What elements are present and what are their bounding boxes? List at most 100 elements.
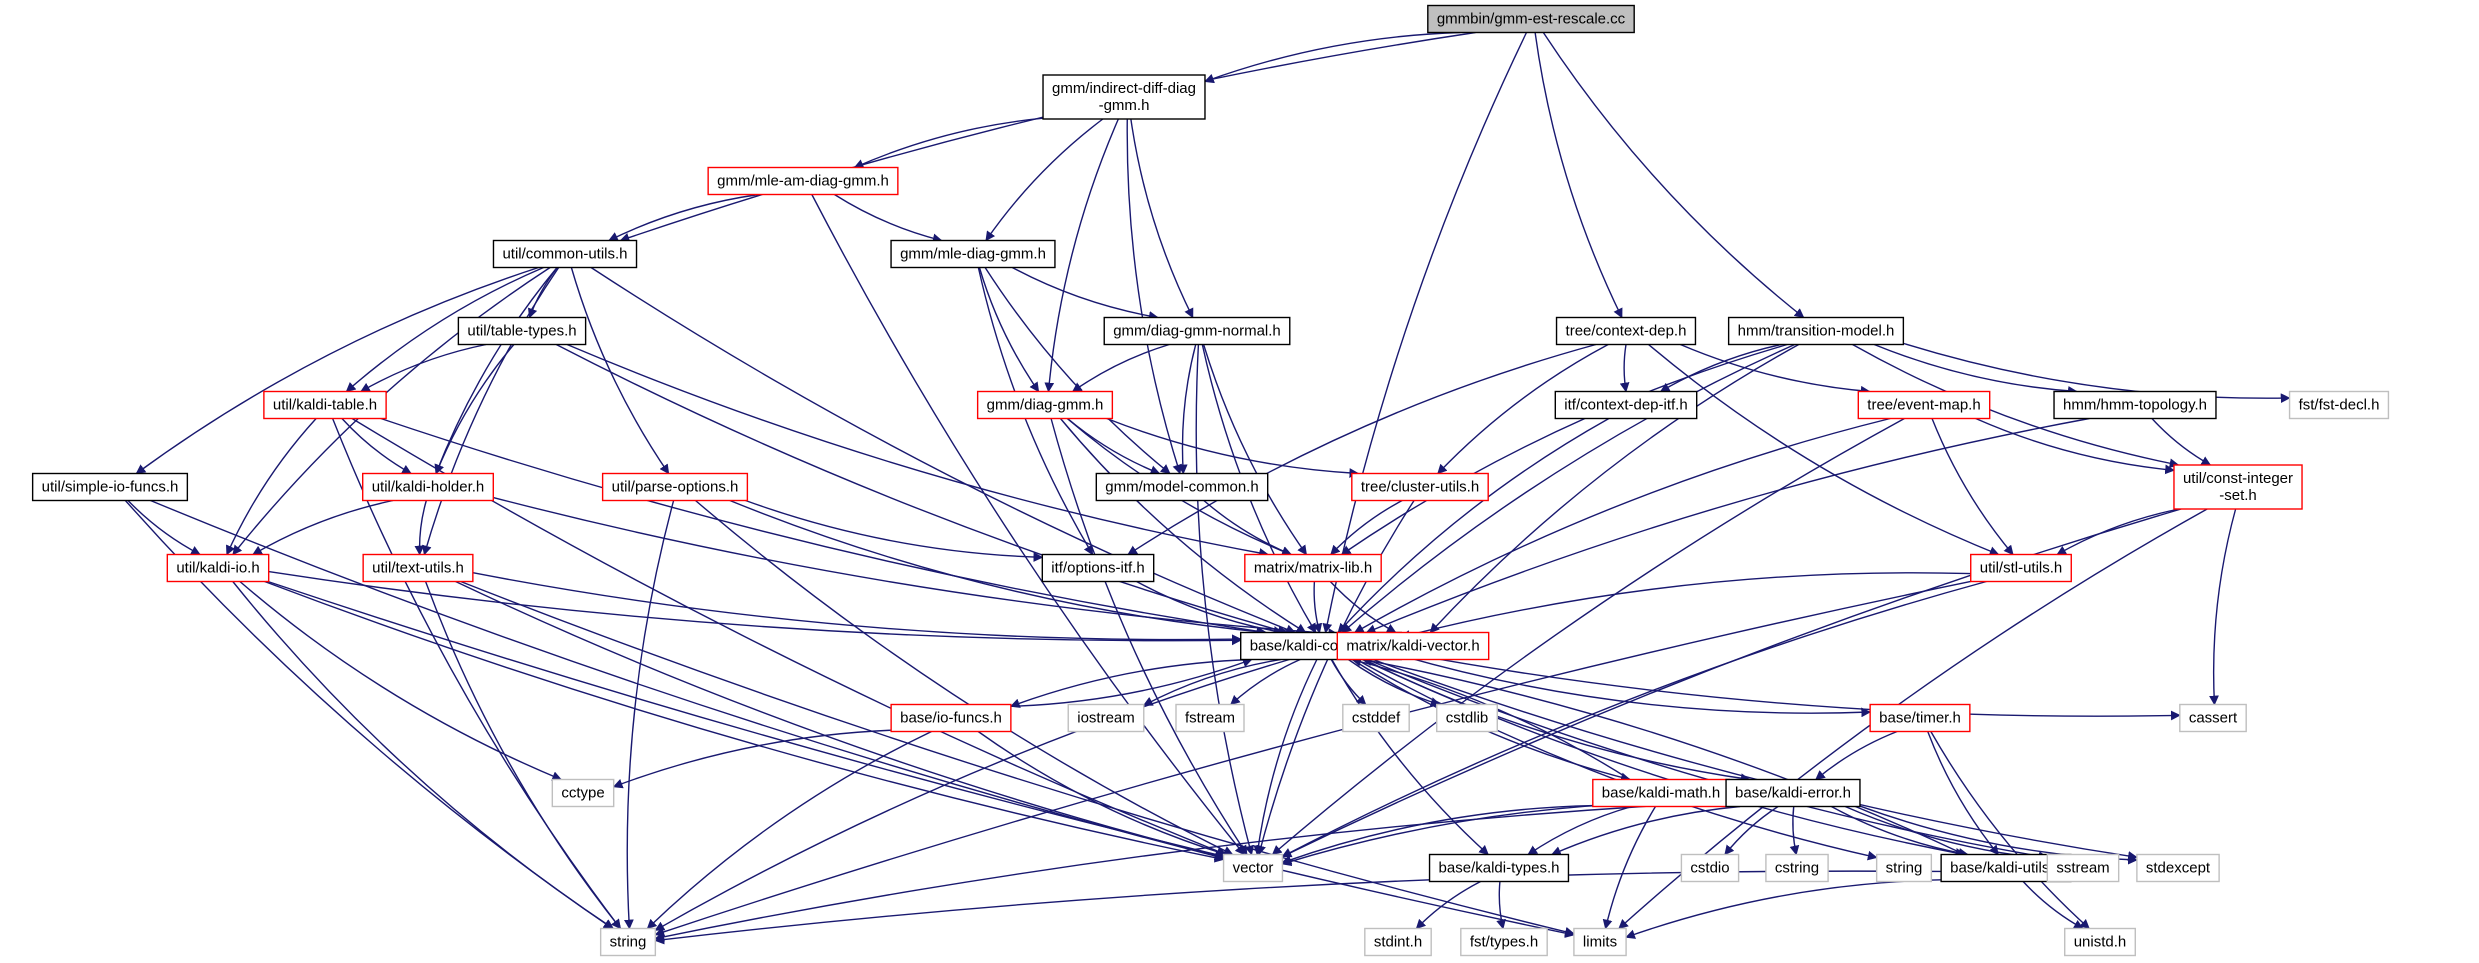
- edge-indirect-to-diaggmm: [1044, 118, 1120, 393]
- edge-root-to-commonutils: [619, 31, 1476, 243]
- edge-tabletypes-to-kaldicommon: [555, 343, 1288, 635]
- edge-kaldiio-to-limits: [267, 580, 1575, 938]
- node-kaldimath[interactable]: base/kaldi-math.h: [1592, 778, 1730, 808]
- node-label: gmm/mle-am-diag-gmm.h: [717, 173, 889, 190]
- node-box: [1175, 703, 1245, 733]
- edge-textutils-to-string: [424, 581, 622, 930]
- edge-hmmtopo-to-constint: [2151, 418, 2212, 466]
- node-box: [2046, 853, 2120, 883]
- node-kalditable[interactable]: util/kaldi-table.h: [263, 390, 387, 420]
- node-clusterutils[interactable]: tree/cluster-utils.h: [1351, 472, 1489, 502]
- node-mleam[interactable]: gmm/mle-am-diag-gmm.h: [707, 166, 899, 196]
- node-label: base/kaldi-types.h: [1439, 860, 1560, 877]
- node-constint[interactable]: util/const-integer-set.h: [2173, 464, 2303, 510]
- node-label: base/timer.h: [1879, 710, 1961, 727]
- node-label: unistd.h: [2074, 934, 2127, 951]
- edge-timer-to-kaldiutils: [1927, 731, 1999, 856]
- node-hmmtopo[interactable]: hmm/hmm-topology.h: [2053, 390, 2217, 420]
- edge-kaldicommon-to-vector: [1253, 659, 1318, 856]
- node-box: [1869, 703, 1971, 733]
- edge-kaldiholder-to-textutils: [414, 500, 428, 556]
- node-diagnormal[interactable]: gmm/diag-gmm-normal.h: [1103, 316, 1291, 346]
- node-box: [2179, 703, 2247, 733]
- edge-transmodel-to-ctxdepitf: [1659, 343, 1782, 393]
- edge-kaldiio-to-kaldicommon: [268, 570, 1242, 646]
- node-optionsitf[interactable]: itf/options-itf.h: [1041, 553, 1155, 583]
- edge-kaldiutils-to-unistd: [2022, 881, 2084, 930]
- node-kalditypes[interactable]: base/kaldi-types.h: [1428, 853, 1570, 883]
- node-iostream: iostream: [1067, 703, 1145, 733]
- node-matrixlib[interactable]: matrix/matrix-lib.h: [1244, 553, 1382, 583]
- node-modelcommon[interactable]: gmm/model-common.h: [1095, 472, 1269, 502]
- edge-kaldiholder-to-kaldivector: [493, 496, 1339, 639]
- edge-kaldimath-to-limits: [1602, 806, 1657, 930]
- edge-kalditypes-to-stdint: [1415, 880, 1481, 930]
- node-sstream: sstream: [2046, 853, 2120, 883]
- node-kaldiholder[interactable]: util/kaldi-holder.h: [362, 472, 494, 502]
- edge-root-to-contextdep: [1534, 32, 1623, 319]
- node-label: util/simple-io-funcs.h: [42, 479, 179, 496]
- edge-kaldierror-to-kaldiutils: [1831, 805, 1969, 858]
- node-commonutils[interactable]: util/common-utils.h: [492, 239, 638, 269]
- edge-tabletypes-to-kalditable: [360, 343, 487, 393]
- node-iofuncs[interactable]: base/io-funcs.h: [890, 703, 1012, 733]
- node-diaggmm[interactable]: gmm/diag-gmm.h: [976, 390, 1114, 420]
- node-textutils[interactable]: util/text-utils.h: [362, 553, 474, 583]
- edge-kaldicommon-to-timer: [1401, 654, 1872, 718]
- edge-diaggmm-to-vector: [1050, 418, 1248, 856]
- node-label: base/kaldi-error.h: [1735, 785, 1851, 802]
- edge-transmodel-to-kaldivector: [1429, 343, 1800, 634]
- node-contextdep[interactable]: tree/context-dep.h: [1555, 316, 1697, 346]
- node-box: [1970, 553, 2072, 583]
- node-stlutils[interactable]: util/stl-utils.h: [1970, 553, 2072, 583]
- node-root[interactable]: gmmbin/gmm-est-rescale.cc: [1427, 4, 1635, 34]
- node-simpleio[interactable]: util/simple-io-funcs.h: [31, 472, 189, 502]
- node-mlediag[interactable]: gmm/mle-diag-gmm.h: [890, 239, 1056, 269]
- node-fsttypes: fst/types.h: [1460, 927, 1548, 957]
- edge-stlutils-to-vector: [1281, 580, 1987, 858]
- edge-matrixlib-to-kaldivector: [1329, 581, 1397, 634]
- edge-transmodel-to-kaldicommon: [1341, 343, 1796, 634]
- edge-kaldicommon-to-kalditypes: [1331, 659, 1489, 856]
- node-box: [2064, 927, 2136, 957]
- edge-indirect-to-mlediag: [985, 118, 1104, 242]
- node-tabletypes[interactable]: util/table-types.h: [457, 316, 587, 346]
- edge-textutils-to-kaldicommon: [472, 572, 1242, 645]
- node-label: tree/event-map.h: [1867, 397, 1980, 414]
- node-label: gmm/model-common.h: [1105, 479, 1258, 496]
- node-kaldiio[interactable]: util/kaldi-io.h: [166, 553, 270, 583]
- node-label: fst/fst-decl.h: [2299, 397, 2380, 414]
- node-label: iostream: [1077, 710, 1135, 727]
- node-parseopts[interactable]: util/parse-options.h: [601, 472, 749, 502]
- edge-indirect-to-mleam: [853, 117, 1044, 169]
- node-label: gmm/indirect-diff-diag: [1052, 80, 1196, 97]
- node-label: util/table-types.h: [467, 323, 576, 340]
- edge-simpleio-to-vector: [150, 499, 1225, 861]
- node-eventmap[interactable]: tree/event-map.h: [1857, 390, 1991, 420]
- node-kaldivector[interactable]: matrix/kaldi-vector.h: [1336, 631, 1490, 661]
- node-box: [492, 239, 638, 269]
- node-box: [1680, 853, 1740, 883]
- node-ctxdepitf[interactable]: itf/context-dep-itf.h: [1554, 390, 1698, 420]
- edge-kaldicommon-to-stdexcept: [1372, 658, 2138, 861]
- edge-transmodel-to-hmmtopo: [1873, 343, 2078, 396]
- node-label: fst/types.h: [1470, 934, 1538, 951]
- node-transmodel[interactable]: hmm/transition-model.h: [1727, 316, 1905, 346]
- edge-constint-to-stlutils: [2056, 508, 2180, 556]
- node-box: [1041, 553, 1155, 583]
- edge-diagnormal-to-modelcommon: [1177, 344, 1197, 475]
- node-box: [1342, 703, 1410, 733]
- node-label: cassert: [2189, 710, 2238, 727]
- node-timer[interactable]: base/timer.h: [1869, 703, 1971, 733]
- node-label: tree/context-dep.h: [1566, 323, 1687, 340]
- node-box: [362, 472, 494, 502]
- node-label: gmmbin/gmm-est-rescale.cc: [1437, 11, 1626, 28]
- node-box: [1067, 703, 1145, 733]
- edge-kalditable-to-kaldiio: [226, 418, 317, 556]
- node-indirect[interactable]: gmm/indirect-diff-diag-gmm.h: [1042, 74, 1206, 120]
- node-kaldierror[interactable]: base/kaldi-error.h: [1725, 778, 1861, 808]
- node-label: tree/cluster-utils.h: [1361, 479, 1479, 496]
- node-label: -set.h: [2219, 487, 2257, 504]
- node-box: [1725, 778, 1861, 808]
- node-box: [166, 553, 270, 583]
